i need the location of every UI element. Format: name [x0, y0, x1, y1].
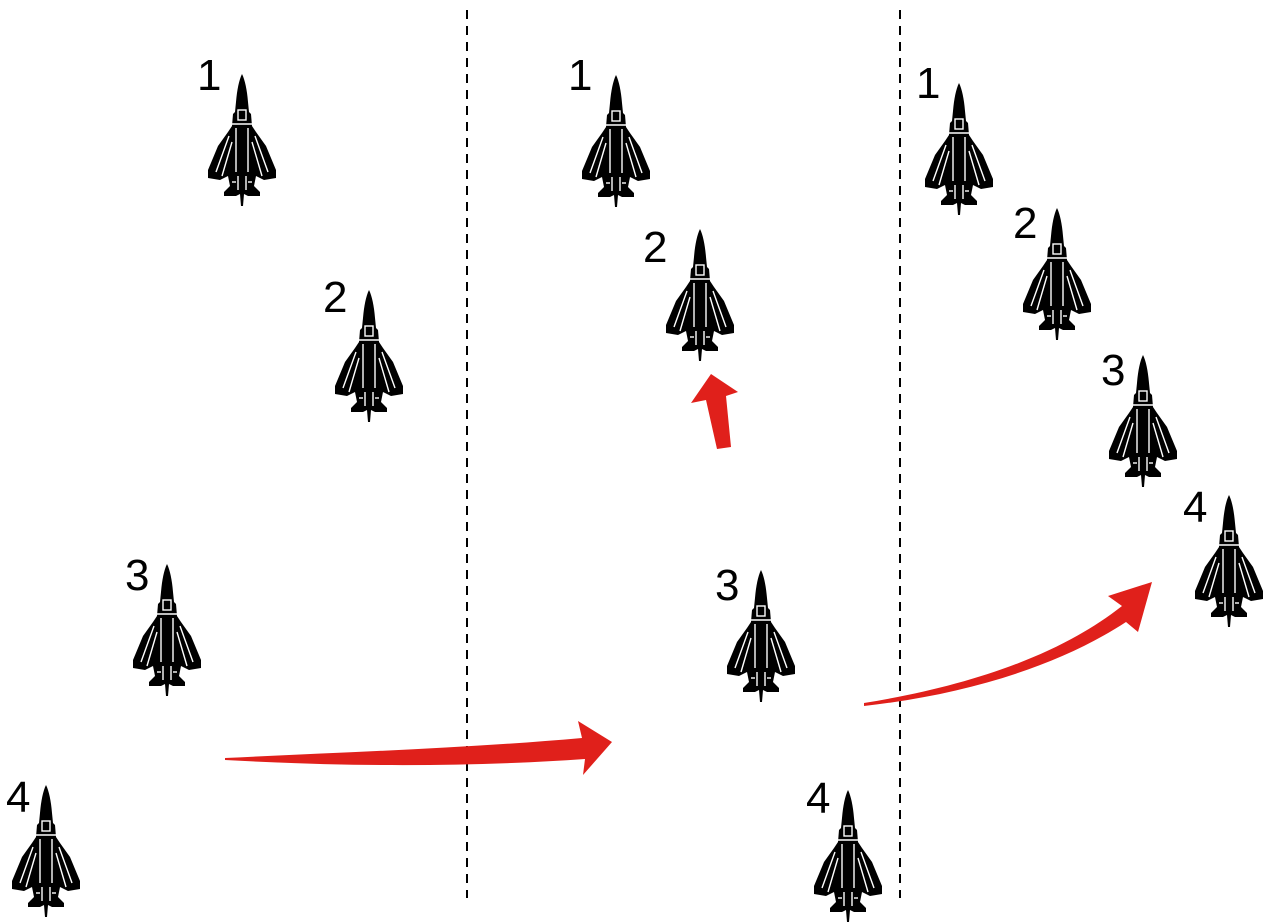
- aircraft-number: 3: [715, 561, 739, 610]
- aircraft-number: 1: [916, 59, 940, 108]
- panel-3: 1 2 3 4: [916, 59, 1264, 628]
- aircraft-number: 2: [643, 223, 667, 272]
- panel-2: 1 2 3 4: [568, 51, 883, 923]
- arrow-jet2-forward: [691, 374, 738, 449]
- arrow-panel1-to-panel2: [225, 721, 612, 775]
- aircraft-number: 1: [197, 51, 221, 100]
- aircraft-number: 4: [806, 774, 830, 823]
- aircraft-number: 2: [323, 273, 347, 322]
- aircraft-number: 3: [125, 551, 149, 600]
- aircraft-number: 1: [568, 51, 592, 100]
- aircraft-icon: [665, 228, 735, 362]
- panel-1: 1 2 3 4: [6, 51, 404, 918]
- aircraft-number: 2: [1013, 199, 1037, 248]
- arrow-panel2-to-panel3: [864, 582, 1152, 706]
- aircraft-number: 4: [6, 773, 30, 822]
- aircraft-number: 3: [1101, 346, 1125, 395]
- aircraft-number: 4: [1183, 483, 1207, 532]
